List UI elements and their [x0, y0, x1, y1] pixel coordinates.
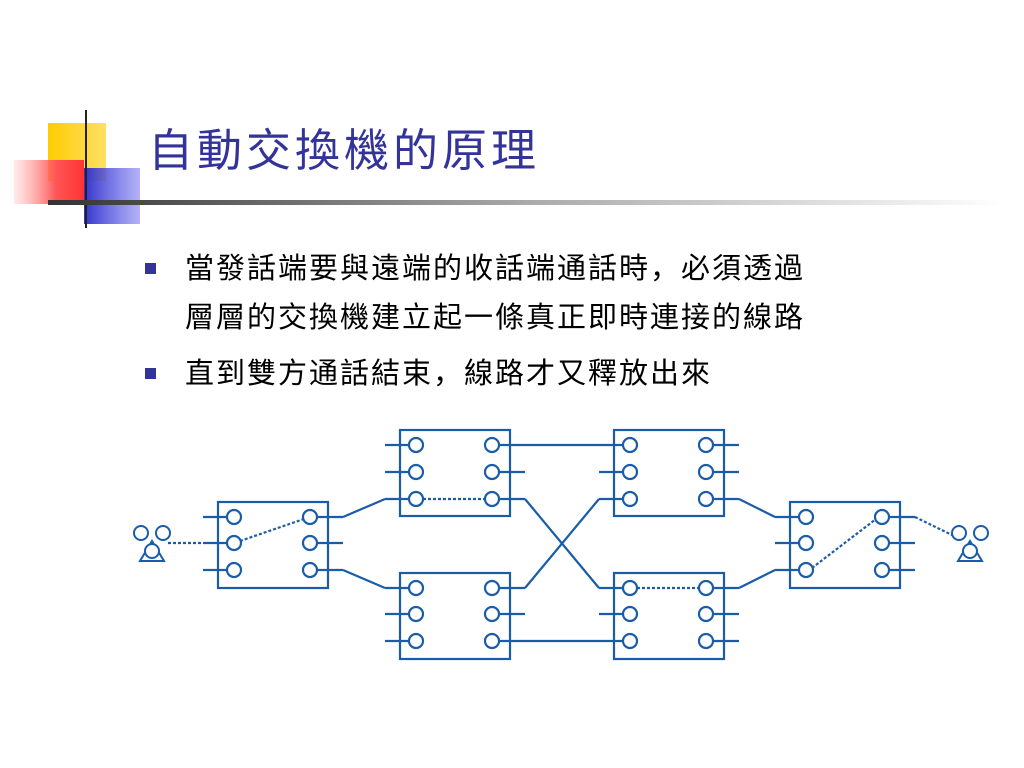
right-phone-link [914, 516, 953, 536]
switch-box-bottom-right [599, 571, 739, 661]
square-bullet-icon [145, 368, 156, 379]
title-decoration [0, 0, 140, 240]
slide-title: 自動交換機的原理 [148, 124, 541, 177]
switching-network-diagram [133, 428, 989, 661]
bullet-line: 層層的交換機建立起一條真正即時連接的線路 [185, 300, 806, 334]
title-underline [48, 200, 1008, 205]
switch-box-top-right [599, 428, 739, 518]
switch-box-bottom-left [385, 571, 525, 661]
square-bullet-icon [145, 263, 156, 274]
switch-box-left [203, 500, 343, 590]
trunk-lines [342, 443, 776, 643]
blue-square [84, 168, 140, 224]
bullet-line: 當發話端要與遠端的收話端通話時，必須透過 [185, 251, 806, 285]
red-square [14, 160, 84, 204]
decoration-squares [14, 110, 140, 228]
telephone-icon-right [951, 525, 989, 562]
bullet-list: 當發話端要與遠端的收話端通話時，必須透過 層層的交換機建立起一條真正即時連接的線… [145, 244, 1005, 398]
switch-box-top-left [385, 428, 525, 518]
bullet-line: 直到雙方通話結束，線路才又釋放出來 [185, 356, 713, 390]
telephone-icon-left [133, 525, 171, 562]
switch-box-right [775, 500, 915, 590]
bullet-item: 當發話端要與遠端的收話端通話時，必須透過 層層的交換機建立起一條真正即時連接的線… [145, 244, 1005, 342]
bullet-item: 直到雙方通話結束，線路才又釋放出來 [145, 349, 1005, 398]
